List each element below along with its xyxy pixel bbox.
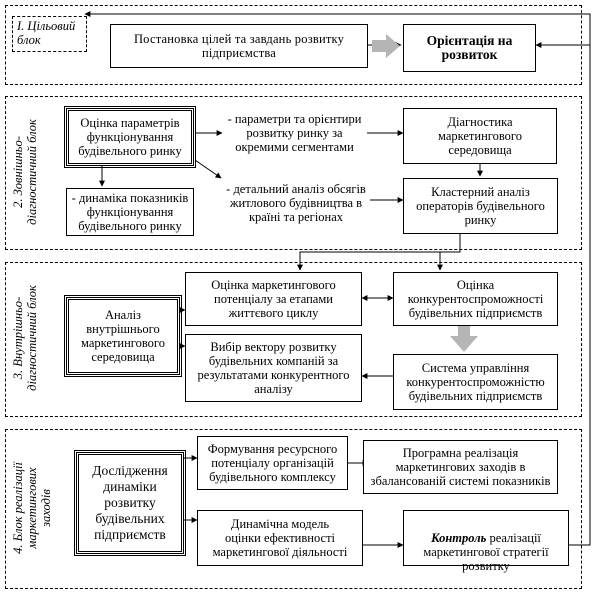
arrow-control-to-orientation — [535, 42, 591, 546]
competitiveness-evaluation-box: Оцінка конкурентоспроможності будівельни… — [393, 272, 558, 326]
vector-choice-box: Вибір вектору розвитку будівельних компа… — [185, 334, 362, 402]
params-segments-box: - параметри та орієнтири розвитку ринку … — [227, 112, 362, 154]
arrow-feedback-to-goals — [84, 11, 591, 45]
dynamic-model-box: Динамічна модель оцінки ефективності мар… — [197, 510, 363, 566]
control-box: Контроль реалізації маркетингової страте… — [403, 510, 569, 573]
block-arrow-goals-to-orientation — [372, 34, 400, 58]
dynamics-indicators-box: - динаміка показників функціонування буд… — [66, 188, 194, 236]
arrow-market-to-housing — [194, 159, 222, 179]
internal-analysis-box: Аналіз внутрішнього маркетингового серед… — [64, 295, 182, 377]
market-evaluation-box: Оцінка параметрів функціонування будівел… — [64, 106, 196, 168]
goals-box: Постановка цілей та завдань розвитку під… — [110, 24, 368, 68]
orientation-box: Орієнтація на розвиток — [403, 24, 536, 72]
program-implementation-box: Програмна реалізація маркетингових заход… — [363, 440, 558, 494]
housing-analysis-box: - детальний аналіз обсягів житлового буд… — [226, 182, 366, 224]
internal-diagnostic-block-zone — [5, 262, 582, 417]
resource-potential-box: Формування ресурсного потенціалу організ… — [197, 436, 348, 490]
dynamics-research-box: Дослідження динаміки розвитку будівельни… — [74, 450, 186, 556]
cluster-analysis-box: Кластерний аналіз операторів будівельног… — [403, 178, 558, 234]
potential-evaluation-box: Оцінка маркетингового потенціалу за етап… — [185, 272, 362, 326]
control-rest-text: реалізації маркетингової стратегії розви… — [423, 531, 549, 573]
control-bold-word: Контроль — [431, 531, 487, 545]
arrow-cluster-to-block3 — [297, 234, 461, 271]
marketing-diagnostics-box: Діагностика маркетингового середовища — [403, 108, 557, 164]
implementation-block-zone — [5, 429, 582, 589]
target-block-label: І. Цільовий блок — [12, 16, 87, 52]
block-arrow-competitiveness-to-system — [450, 326, 478, 352]
management-system-box: Система управління конкурентоспроможніст… — [393, 354, 558, 410]
external-diagnostic-block-zone — [5, 96, 582, 250]
